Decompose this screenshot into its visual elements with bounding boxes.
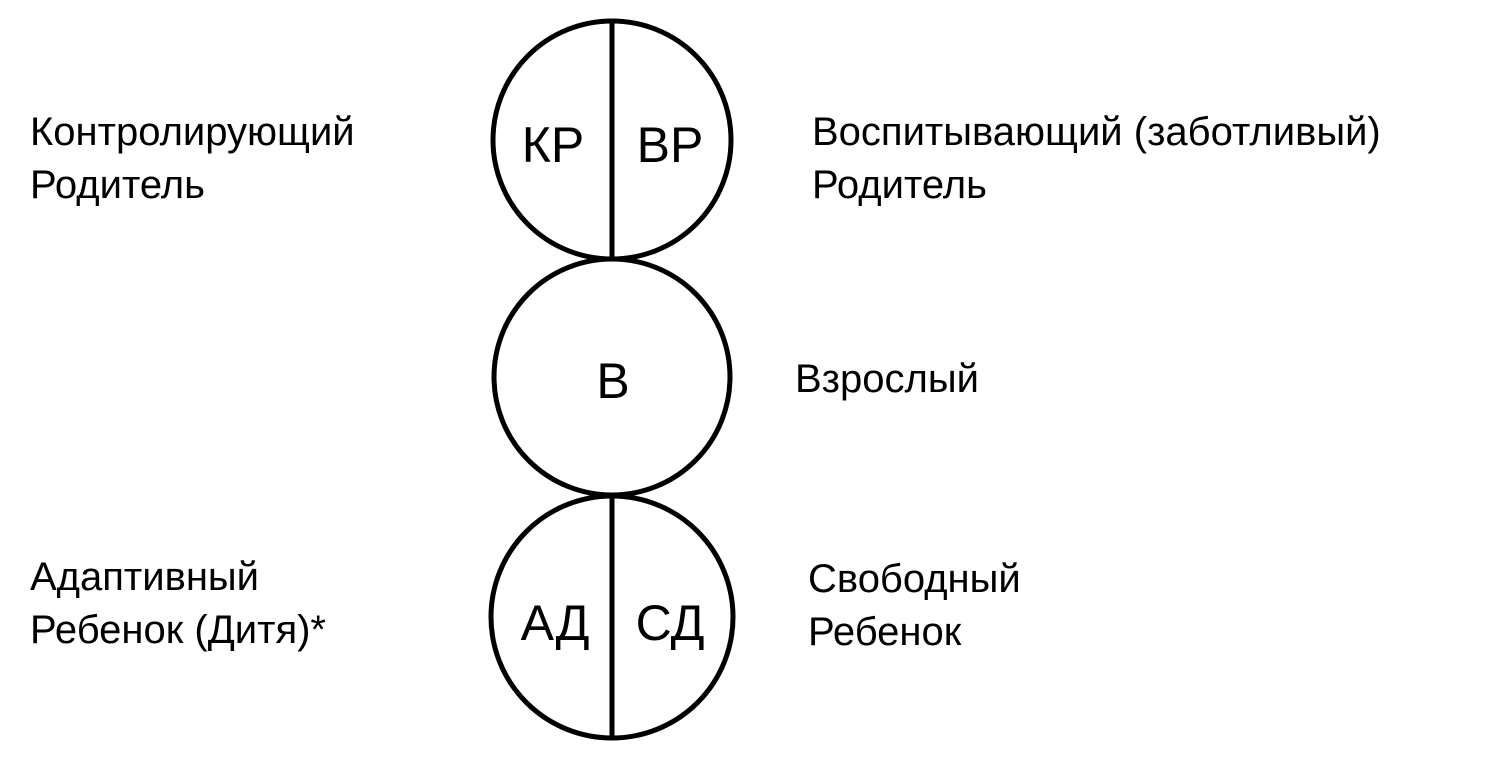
controlling-parent-label-line1: Контролирующий [30,110,355,154]
adapted-child-abbr: АД [521,595,590,651]
controlling-parent-label-line2: Родитель [30,163,205,207]
nurturing-parent-abbr: ВР [637,117,704,173]
adapted-child-label-line2: Ребенок (Дитя)* [30,608,326,652]
adult-label: Взрослый [795,357,979,401]
free-child-abbr: СД [636,595,705,651]
free-child-label-line1: Свободный [808,557,1021,601]
adult-abbr: В [596,353,629,409]
free-child-label-line2: Ребенок [808,610,962,654]
nurturing-parent-label-line2: Родитель [812,163,987,207]
controlling-parent-abbr: КР [522,117,584,173]
nurturing-parent-label-line1: Воспитывающий (заботливый) [812,110,1381,154]
adapted-child-label-line1: Адаптивный [30,555,259,599]
